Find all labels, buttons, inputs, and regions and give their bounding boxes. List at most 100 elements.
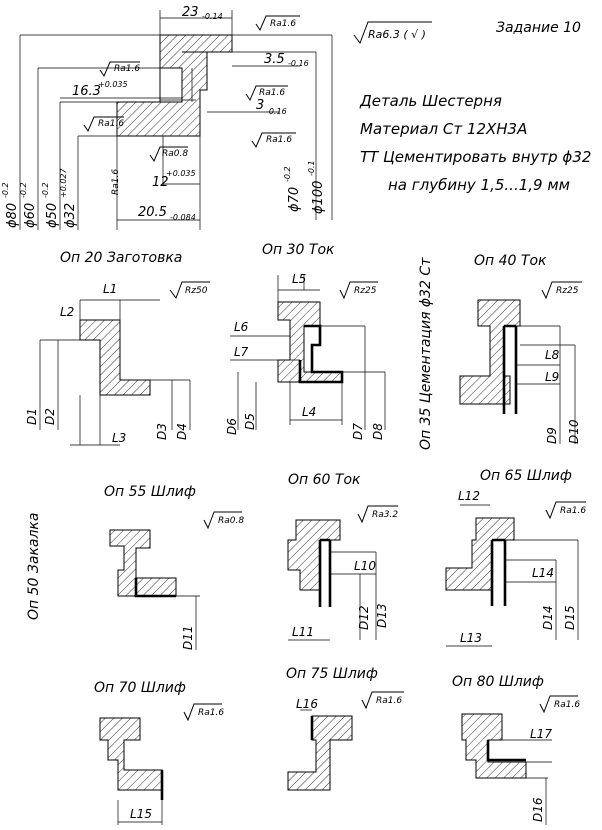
op55-rough: Ra0.8 (218, 516, 244, 526)
op80-D16: D16 (531, 797, 545, 822)
op65-L14: L14 (532, 566, 554, 580)
rough-left2: Ra1.6 (98, 119, 124, 129)
op40-L8: L8 (545, 348, 560, 362)
op55-grinding: Оп 55 Шлиф Ra0.8 D11 (104, 484, 244, 650)
rough-right1: Ra1.6 (259, 88, 285, 98)
op20-title: Оп 20 Заготовка (60, 250, 182, 266)
op80-grinding: Оп 80 Шлиф Ra1.6 L17 D16 (452, 674, 580, 825)
dim-12-tol: +0.035 (166, 169, 196, 178)
dim-phi70-tol: -0.2 (283, 166, 292, 182)
op20-L2: L2 (60, 305, 74, 319)
op50-title: Оп 50 Закалка (26, 513, 42, 620)
note-depth: на глубину 1,5...1,9 мм (388, 176, 570, 194)
op75-grinding: Оп 75 Шлиф Ra1.6 L16 (286, 666, 404, 791)
task-number: Задание 10 (496, 20, 581, 36)
op65-grinding: Оп 65 Шлиф Ra1.6 L12 L14 L13 D14 D15 (445, 468, 586, 647)
op80-title: Оп 80 Шлиф (452, 674, 544, 690)
op70-L15: L15 (130, 807, 152, 821)
op30-title: Оп 30 Ток (262, 242, 335, 258)
op30-L4: L4 (302, 405, 316, 419)
op40-title: Оп 40 Ток (474, 253, 547, 269)
op80-L17: L17 (530, 727, 552, 741)
op70-grinding: Оп 70 Шлиф Ra1.6 L15 (94, 680, 224, 825)
rough-ra08: Ra0.8 (162, 149, 188, 159)
op20-L1: L1 (103, 282, 117, 296)
op60-title: Оп 60 Ток (288, 472, 361, 488)
op65-L13: L13 (460, 631, 482, 645)
op20-rough: Rz50 (185, 286, 208, 296)
op55-D11: D11 (181, 625, 195, 650)
dim-phi60: ϕ60 (23, 203, 38, 228)
op20-D1: D1 (25, 408, 39, 425)
dim-phi50: ϕ50 (45, 203, 60, 228)
dim-3-tol: -0.16 (266, 107, 287, 116)
dim-23-tol: -0.14 (202, 12, 223, 21)
op30-L5: L5 (292, 272, 306, 286)
rough-right2: Ra1.6 (266, 135, 292, 145)
dim-3: 3 (256, 98, 264, 113)
op65-D14: D14 (541, 605, 555, 630)
default-roughness-label: Ra6.3 ( √ ) (368, 28, 426, 41)
op75-title: Оп 75 Шлиф (286, 666, 378, 682)
op60-rough: Ra3.2 (372, 510, 398, 520)
note-part-name: Деталь Шестерня (359, 92, 502, 110)
op30-L6: L6 (234, 320, 249, 334)
op60-D13: D13 (375, 603, 389, 628)
note-heat-treatment: ТТ Цементировать внутр ϕ32 (360, 148, 591, 166)
op35-title: Оп 35 Цементация ϕ32 Ст (418, 257, 434, 450)
dim-phi32-tol: +0.027 (59, 167, 68, 198)
op55-title: Оп 55 Шлиф (104, 484, 196, 500)
header-roughness: Ra6.3 ( √ ) (353, 21, 432, 45)
op20-D4: D4 (175, 423, 189, 440)
dim-23: 23 (182, 5, 199, 20)
op40-rough: Rz25 (556, 286, 579, 296)
rough-top: Ra1.6 (270, 19, 296, 29)
dim-phi100-tol: -0.1 (307, 160, 316, 176)
dim-phi80-tol: -0.2 (1, 182, 10, 198)
op20-blank: Оп 20 Заготовка Rz50 L1 L2 L3 D1 D2 D3 D… (25, 250, 210, 446)
op40-D10: D10 (567, 419, 581, 444)
op30-turning: Оп 30 Ток Rz25 L5 L6 L7 L4 D6 D5 D7 D8 (225, 242, 386, 440)
op60-D12: D12 (357, 605, 371, 630)
op40-turning: Оп 40 Ток Rz25 L8 L9 D9 D10 (459, 253, 582, 444)
op65-L12: L12 (458, 489, 480, 503)
dim-12: 12 (152, 175, 169, 190)
rough-vert: Ra1.6 (111, 169, 121, 195)
dim-phi100: ϕ100 (311, 181, 326, 214)
op80-rough: Ra1.6 (554, 700, 580, 710)
dim-16-3-tol: +0.035 (98, 80, 128, 89)
note-material: Материал Ст 12ХН3А (360, 120, 527, 138)
op75-rough: Ra1.6 (376, 696, 402, 706)
op30-L7: L7 (234, 345, 249, 359)
op50-hardening: Оп 50 Закалка (26, 513, 42, 620)
op65-rough: Ra1.6 (560, 506, 586, 516)
op35-carburizing: Оп 35 Цементация ϕ32 Ст (418, 257, 434, 450)
dim-3-5-tol: -0.16 (288, 59, 309, 68)
dim-phi50-tol: -0.2 (41, 182, 50, 198)
op40-D9: D9 (545, 427, 559, 444)
dim-phi32: ϕ32 (63, 203, 78, 228)
op60-turning: Оп 60 Ток Ra3.2 L10 L11 D12 D13 (287, 472, 398, 641)
op30-D7: D7 (351, 423, 365, 440)
op70-title: Оп 70 Шлиф (94, 680, 186, 696)
op30-D6: D6 (225, 418, 239, 435)
op65-title: Оп 65 Шлиф (480, 468, 572, 484)
main-part-drawing: 23 -0.14 3.5 -0.16 16.3 +0.035 3 -0.16 1… (1, 5, 333, 230)
op60-L11: L11 (292, 625, 314, 639)
dim-phi80: ϕ80 (5, 203, 20, 228)
dim-20-5-tol: -0.084 (170, 213, 196, 222)
op30-rough: Rz25 (354, 286, 377, 296)
dim-20-5: 20.5 (138, 205, 167, 220)
op30-D5: D5 (243, 413, 257, 430)
op65-D15: D15 (563, 605, 577, 630)
dim-3-5: 3.5 (264, 52, 285, 67)
op70-rough: Ra1.6 (198, 708, 224, 718)
rough-left1: Ra1.6 (114, 64, 140, 74)
dim-phi60-tol: -0.2 (19, 182, 28, 198)
op30-D8: D8 (371, 423, 385, 440)
op75-L16: L16 (296, 697, 318, 711)
dim-16-3: 16.3 (72, 84, 101, 99)
dim-phi70: ϕ70 (287, 187, 302, 212)
